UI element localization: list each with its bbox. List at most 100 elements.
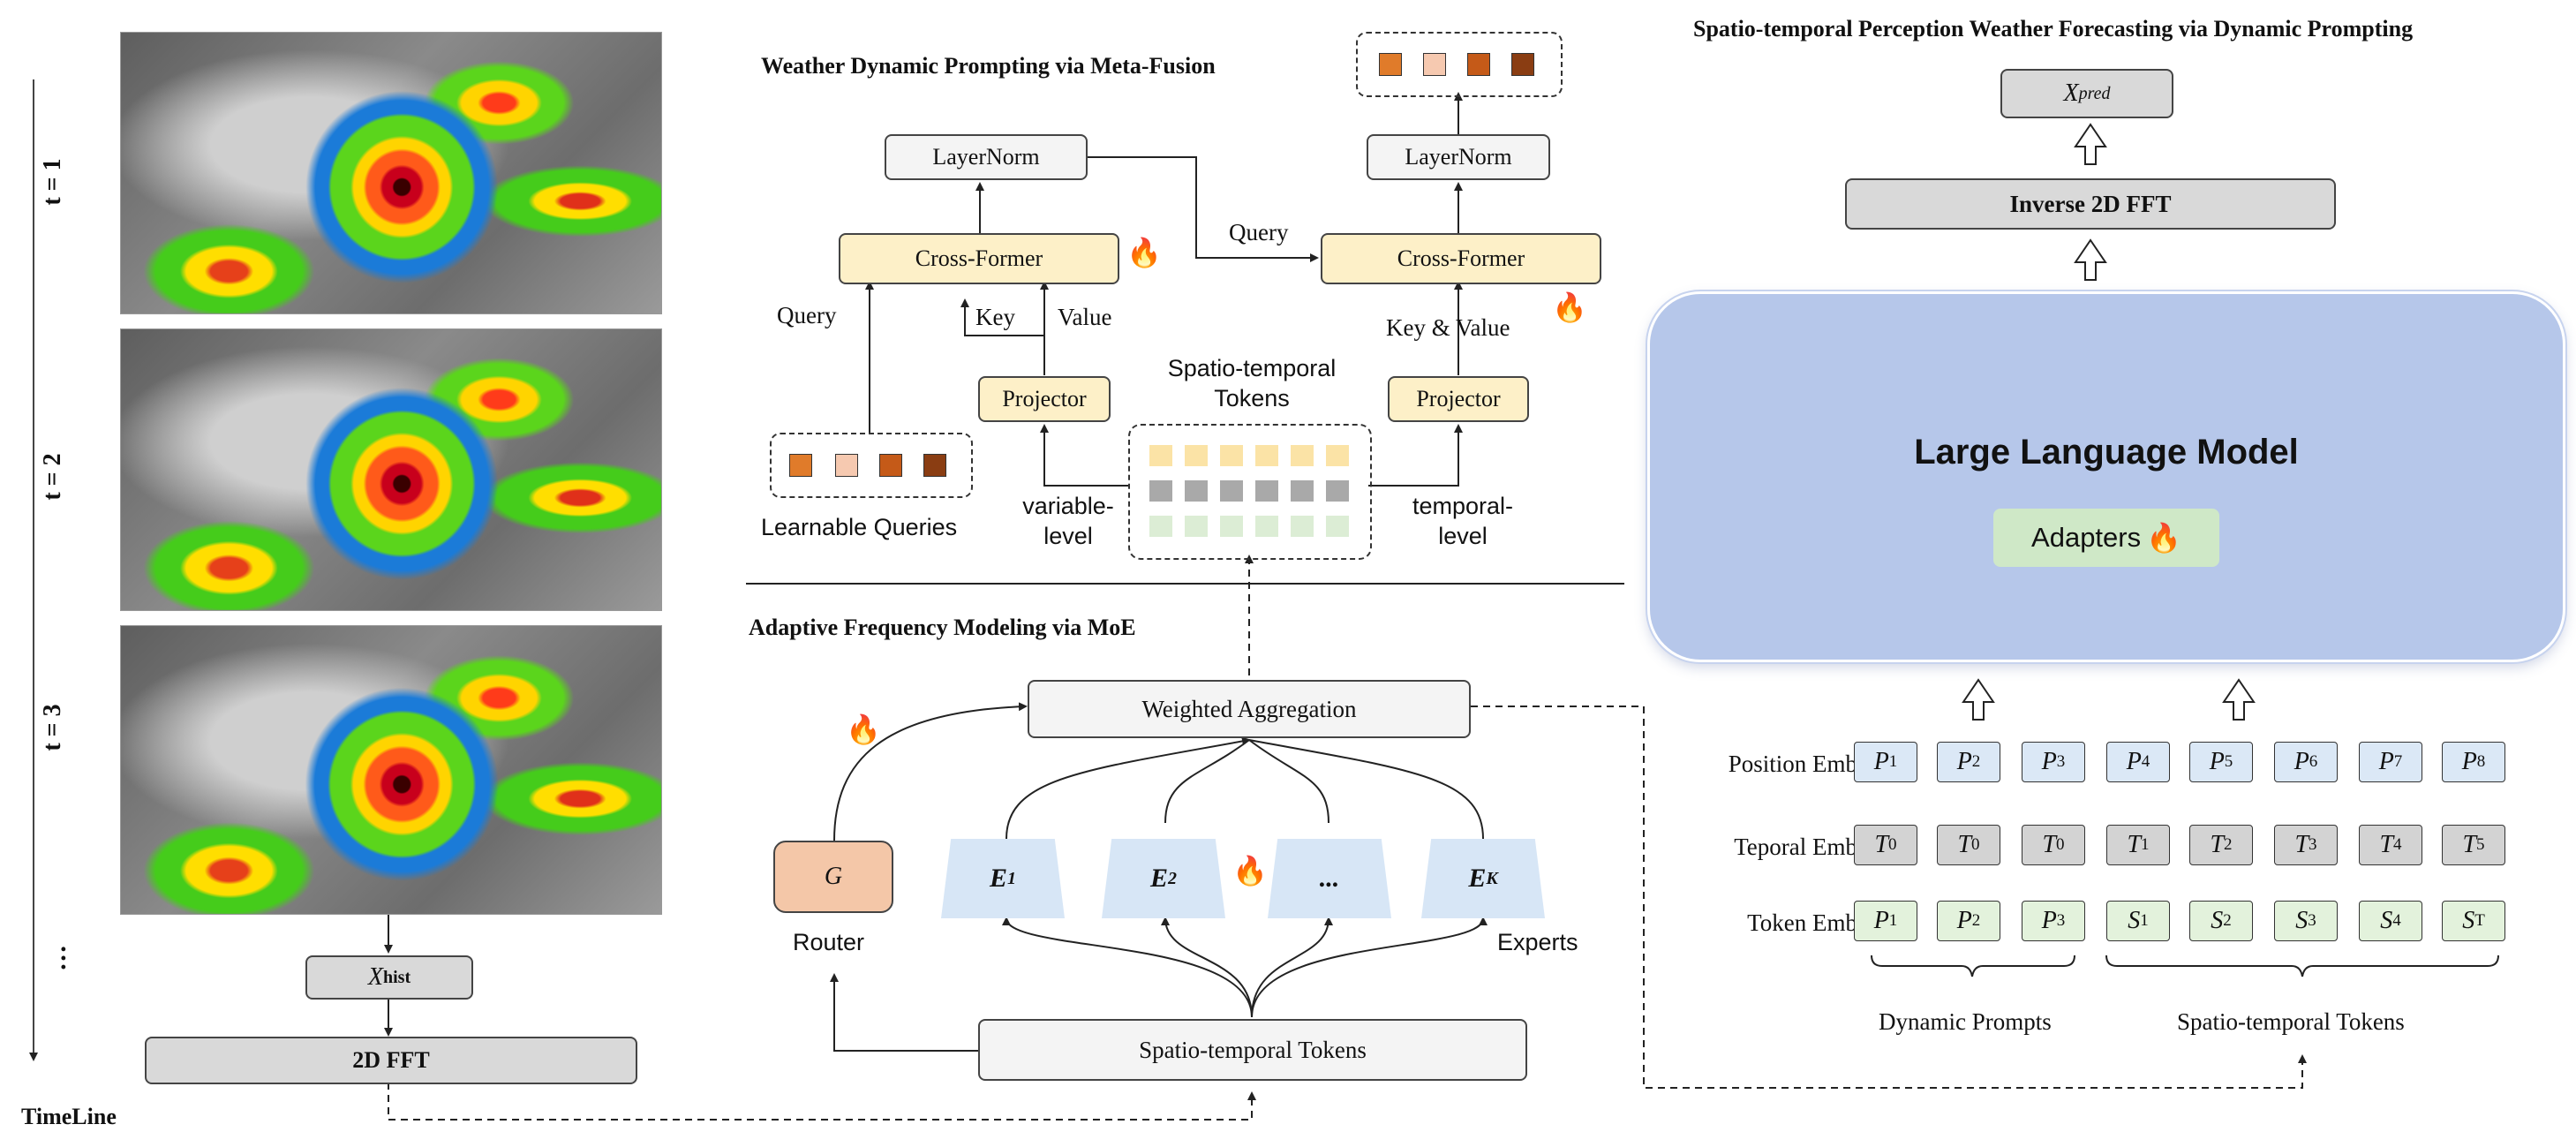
xpred-symbol: X	[2063, 79, 2079, 107]
adapters-label: Adapters	[2031, 522, 2142, 553]
query-token	[879, 454, 902, 477]
query-token	[789, 454, 812, 477]
router-label: Router	[793, 929, 865, 955]
st-token-cell	[1255, 480, 1278, 502]
router-box: G	[773, 841, 893, 913]
query-label-left: Query	[777, 302, 837, 328]
st-token-cell	[1185, 445, 1208, 466]
timestep-label-3: t = 3	[39, 704, 66, 751]
temporal-level-label: temporal-level	[1412, 493, 1514, 549]
expert-1-sub: 1	[1007, 868, 1016, 888]
embedding-row-label: Position Emb	[1728, 751, 1857, 777]
st-token-cell	[1255, 516, 1278, 537]
query-token	[835, 454, 858, 477]
weighted-aggregation-box: Weighted Aggregation	[1028, 680, 1471, 738]
prompt-token	[1467, 53, 1490, 76]
satellite-image-t1	[120, 32, 662, 314]
crossformer-right: Cross-Former	[1321, 233, 1601, 284]
trainable-fire-icon: 🔥	[1552, 291, 1587, 323]
trainable-fire-icon: 🔥	[2146, 522, 2181, 554]
prompt-token	[1423, 53, 1446, 76]
query-token	[923, 454, 946, 477]
inverse-fft-box: Inverse 2D FFT	[1845, 178, 2336, 230]
st-token-grid	[1128, 424, 1372, 560]
trainable-fire-icon: 🔥	[1232, 855, 1268, 887]
adapters-box: Adapters 🔥	[1993, 509, 2219, 567]
layernorm-right: LayerNorm	[1367, 134, 1550, 180]
st-token-cell	[1326, 480, 1349, 502]
satellite-image-t3	[120, 625, 662, 915]
crossformer-left: Cross-Former	[839, 233, 1119, 284]
dynamic-prompts-label: Dynamic Prompts	[1879, 1008, 2052, 1035]
projector-right: Projector	[1388, 376, 1529, 422]
embedding-row-label: Teporal Emb	[1734, 834, 1857, 860]
query-label-top: Query	[1229, 219, 1289, 245]
st-token-cell	[1185, 516, 1208, 537]
satellite-image-t2	[120, 328, 662, 611]
expert-k-sub: K	[1486, 868, 1498, 888]
timestep-ellipsis: …	[42, 945, 72, 971]
expert-2-sub: 2	[1168, 868, 1177, 888]
expert-ellipsis: ...	[1268, 839, 1391, 918]
prompt-token	[1511, 53, 1534, 76]
timeline-label: TimeLine	[21, 1104, 117, 1129]
expert-1-symbol: E	[989, 864, 1007, 893]
moe-st-tokens-box: Spatio-temporal Tokens	[978, 1019, 1527, 1081]
projector-left: Projector	[978, 376, 1111, 422]
expert-2-symbol: E	[1149, 864, 1168, 893]
st-token-cell	[1291, 516, 1314, 537]
prompt-token	[1379, 53, 1402, 76]
llm-box	[1647, 291, 2565, 662]
variable-level-label: variable-level	[1022, 493, 1114, 549]
xpred-subscript: pred	[2078, 83, 2111, 103]
st-token-cell	[1220, 480, 1243, 502]
st-token-cell	[1326, 445, 1349, 466]
llm-label: Large Language Model	[1914, 433, 2299, 472]
timestep-label-1: t = 1	[39, 158, 66, 206]
key-value-label: Key & Value	[1386, 314, 1510, 341]
fft-box: 2D FFT	[145, 1037, 637, 1084]
timestep-label-2: t = 2	[39, 453, 66, 501]
st-token-cell	[1291, 480, 1314, 502]
xhist-symbol: X	[367, 963, 383, 991]
forecast-st-tokens-label: Spatio-temporal Tokens	[2177, 1008, 2405, 1035]
st-token-cell	[1255, 445, 1278, 466]
st-token-cell	[1149, 445, 1172, 466]
st-tokens-label: Spatio-temporal Tokens	[1167, 355, 1337, 411]
st-token-cell	[1149, 480, 1172, 502]
layernorm-left: LayerNorm	[885, 134, 1088, 180]
st-token-cell	[1220, 516, 1243, 537]
key-label: Key	[975, 304, 1015, 330]
moe-title: Adaptive Frequency Modeling via MoE	[749, 615, 1136, 640]
st-token-cell	[1185, 480, 1208, 502]
prompting-title: Weather Dynamic Prompting via Meta-Fusio…	[761, 53, 1216, 79]
forecast-title: Spatio-temporal Perception Weather Forec…	[1693, 16, 2414, 42]
experts-label: Experts	[1497, 929, 1578, 955]
